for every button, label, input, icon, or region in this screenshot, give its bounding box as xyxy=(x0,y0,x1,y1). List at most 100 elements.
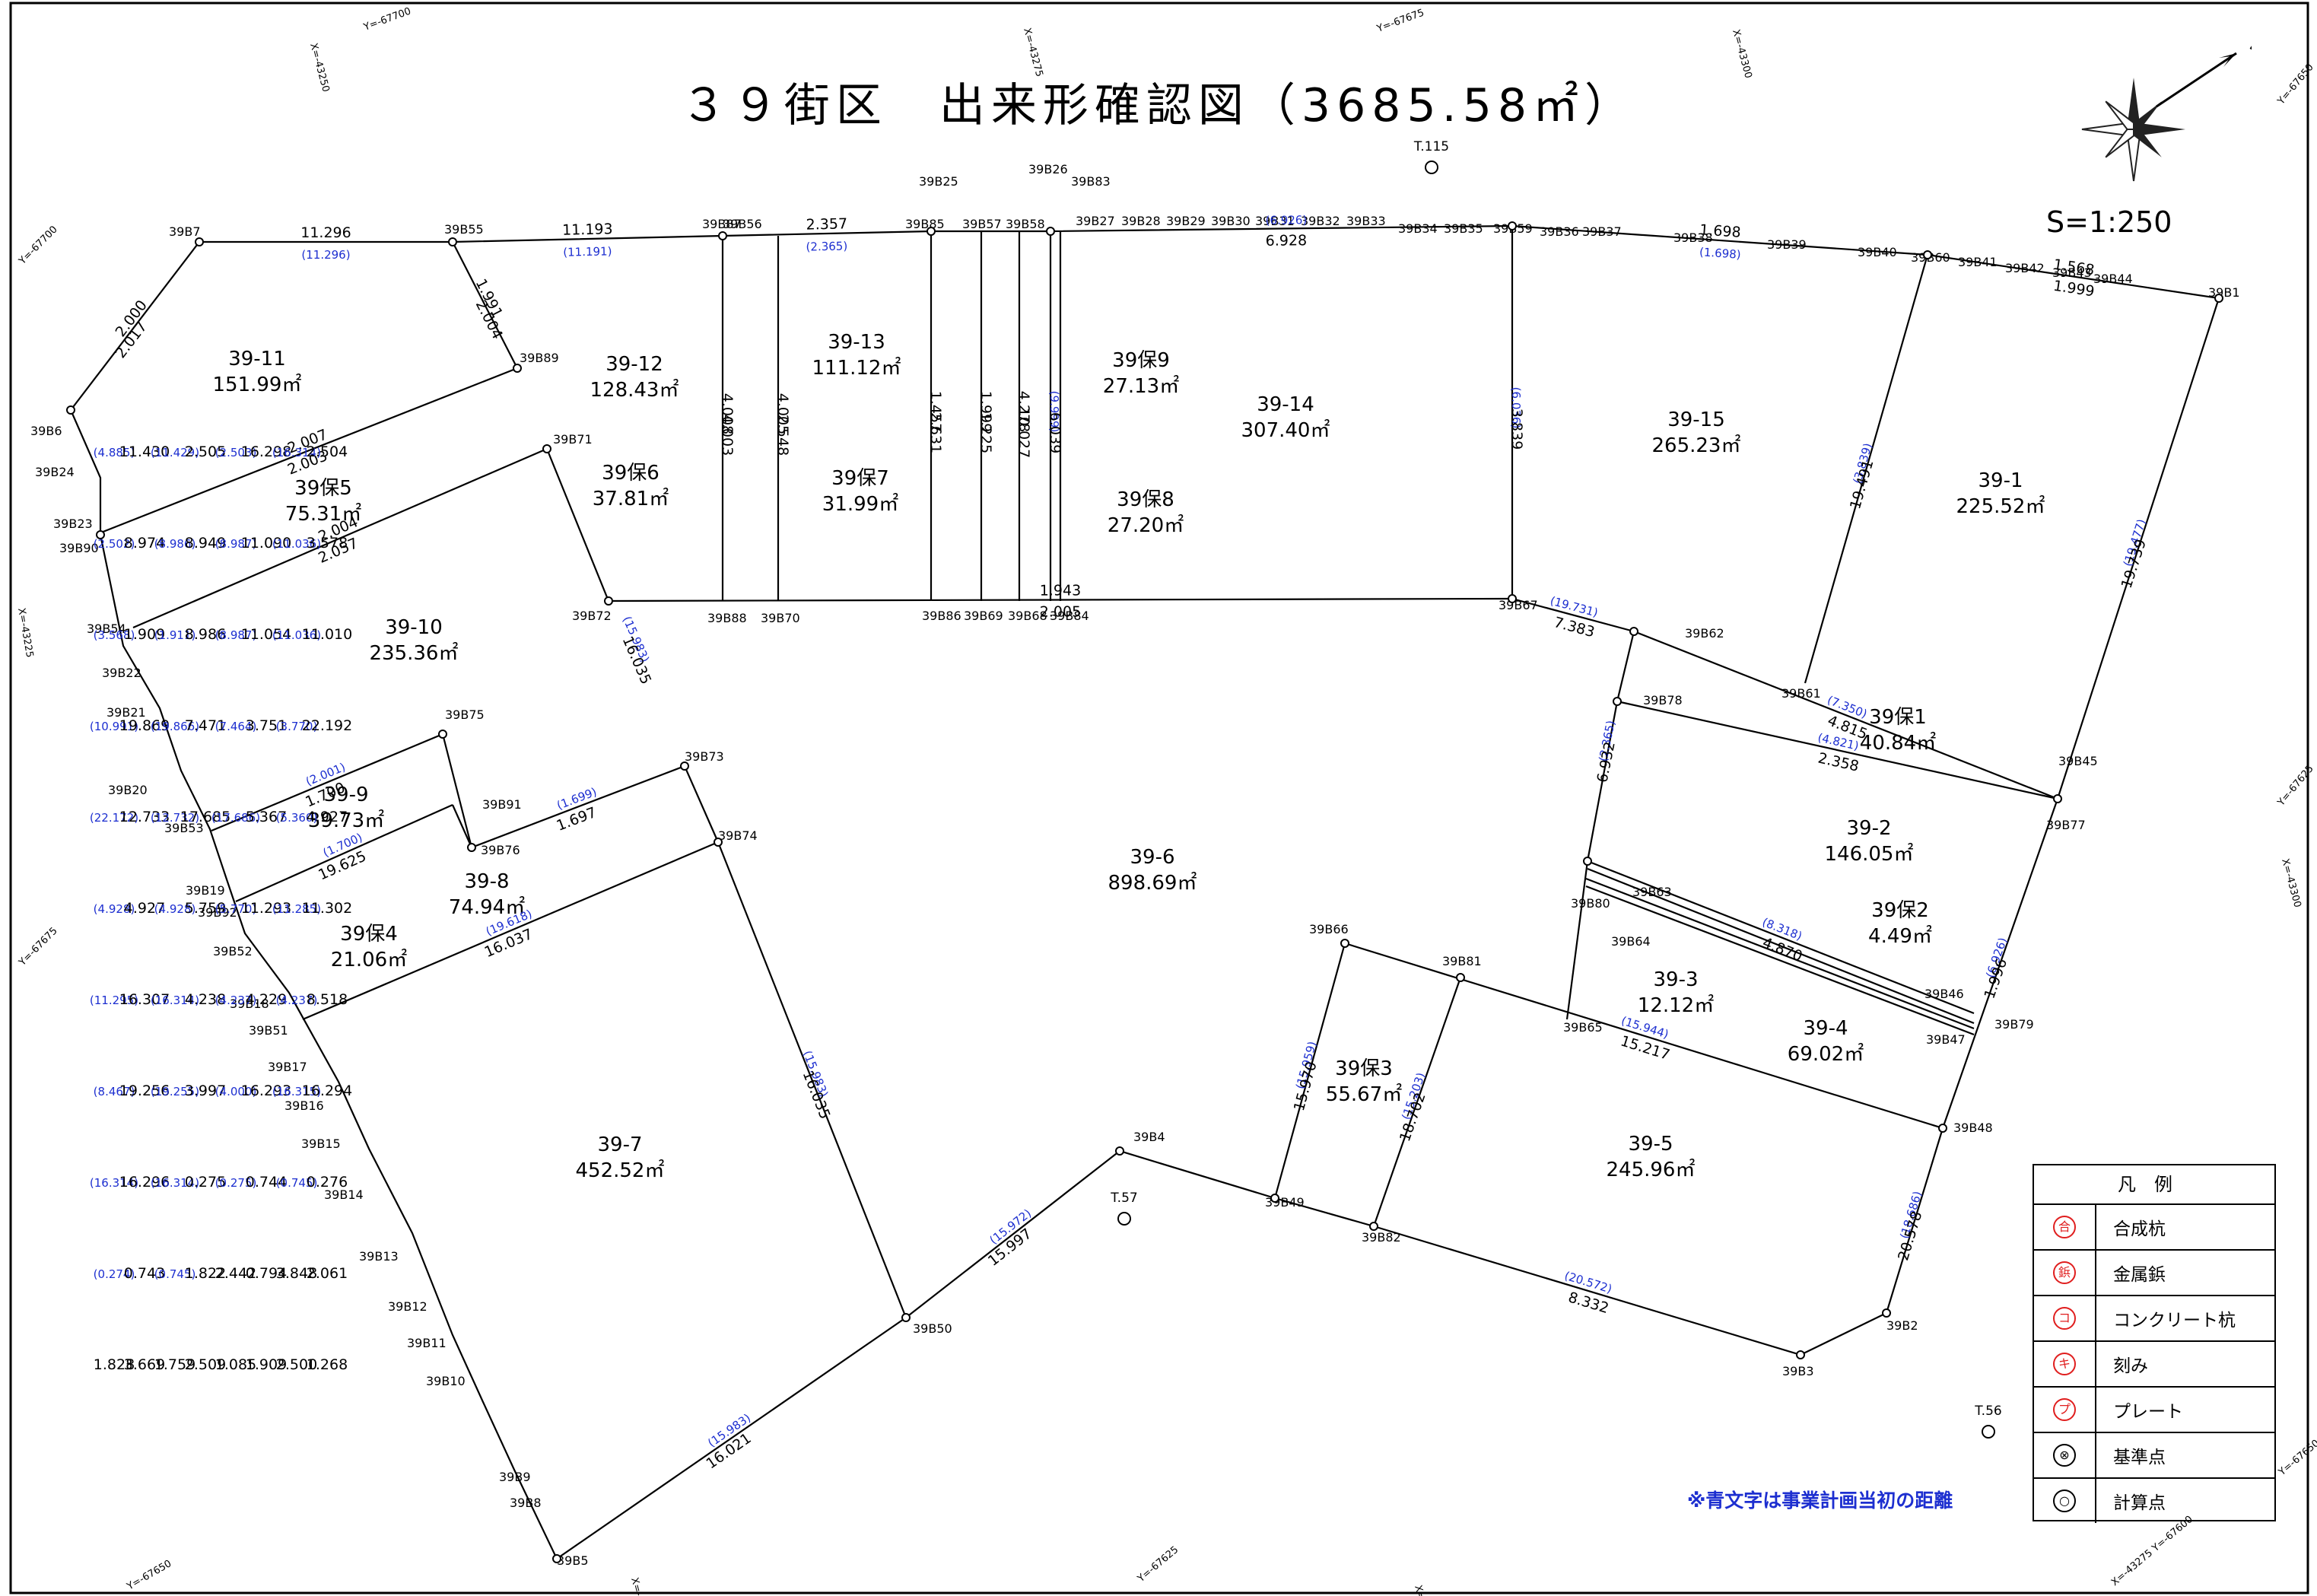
calculated-point-icon xyxy=(1629,627,1638,636)
parcel-area: 31.99㎡ xyxy=(822,493,898,516)
point-label: 39B16 xyxy=(284,1098,324,1113)
grid-coordinate-label: Y=-67700 xyxy=(17,224,60,267)
planned-distance: (4.928) xyxy=(94,902,135,916)
planned-distance: (7.464) xyxy=(215,720,257,733)
measured-distance: 11.090 xyxy=(241,535,291,552)
point-label: 39B77 xyxy=(2046,818,2086,832)
measured-distance: 16.298 xyxy=(241,444,291,460)
planned-distance: (11.036) xyxy=(272,537,321,551)
parcel-area: 225.52㎡ xyxy=(1956,495,2045,518)
planned-distance: (8.986) xyxy=(154,537,196,551)
calculated-point-icon xyxy=(901,1313,911,1322)
measured-distance: 1.999 xyxy=(2052,278,2096,300)
legend-label: プレート xyxy=(2113,1402,2183,1422)
measured-distance: 16.296 xyxy=(119,1174,170,1191)
point-label: 39B55 xyxy=(444,222,484,237)
parcel-id: 39-7 xyxy=(597,1133,642,1156)
metal-rivet-icon: 鋲 xyxy=(2053,1261,2076,1284)
measured-distance: 5.367 xyxy=(246,809,287,825)
measured-distance: 11.010 xyxy=(302,626,352,643)
point-label: 39B29 xyxy=(1166,214,1206,228)
legend-label: 刻み xyxy=(2113,1356,2148,1376)
parcel-id: 39-1 xyxy=(1978,469,2023,492)
point-label: 39B4 xyxy=(1133,1130,1165,1144)
measured-distance: 1.759 xyxy=(154,1356,195,1373)
point-label: 39B68 xyxy=(1008,609,1047,623)
measured-distance: 10.027 xyxy=(1015,408,1032,458)
point-label: 39B84 xyxy=(1050,609,1089,623)
benchmark-label: T.115 xyxy=(1413,139,1449,154)
point-label: 39B74 xyxy=(718,828,758,843)
point-label: 39B19 xyxy=(186,883,225,898)
measured-distance: 1.822 xyxy=(185,1265,226,1282)
planned-distance: (10.991) xyxy=(90,720,138,733)
north-arrow-icon: N xyxy=(2081,46,2252,182)
benchmark-label: T.56 xyxy=(1974,1404,2001,1419)
point-label: 39B25 xyxy=(919,174,958,189)
map-title: ３９街区 出来形確認図（3685.58㎡） xyxy=(680,79,1637,132)
legend: 凡例 合合成杭 鋲金属鋲 ココンクリート杭 キ刻み ププレート ⊗基準点 ○計算… xyxy=(2033,1164,2276,1523)
grid-coordinate-label: X=-43300 xyxy=(1730,28,1754,79)
parcel-area: 55.67㎡ xyxy=(1326,1083,1402,1106)
point-label: 39B58 xyxy=(1006,217,1045,231)
benchmark-label: T.57 xyxy=(1110,1191,1137,1206)
parcel-id: 39-3 xyxy=(1653,968,1698,991)
note-text: ※青文字は事業計画当初の距離 xyxy=(1687,1489,1953,1512)
point-label: 39B64 xyxy=(1611,934,1651,949)
measured-distance: 16.307 xyxy=(119,991,170,1008)
measured-distance: 4.238 xyxy=(185,991,226,1008)
measured-distance: 3.578 xyxy=(307,535,348,552)
parcel-id: 39保2 xyxy=(1871,899,1929,922)
calculated-point-icon xyxy=(714,838,723,847)
parcel-area: 27.20㎡ xyxy=(1108,514,1184,537)
point-label: 39B36 xyxy=(1540,224,1579,239)
parcel-id: 39-4 xyxy=(1803,1017,1848,1040)
planned-distance: (2.502) xyxy=(94,537,135,551)
calculated-point-icon xyxy=(195,237,204,246)
planned-distance: (8.987) xyxy=(215,628,257,642)
calculated-point-icon xyxy=(1115,1146,1124,1156)
point-label: 39B21 xyxy=(106,705,146,720)
scale-label: S=1:250 xyxy=(2046,205,2172,239)
parcel-area: 146.05㎡ xyxy=(1825,843,1914,866)
measured-distance: 11.296 xyxy=(300,224,351,241)
point-label: 39B8 xyxy=(510,1496,542,1510)
measured-distance: 1.828 xyxy=(94,1356,135,1373)
point-label: 39B7 xyxy=(169,224,201,239)
point-label: 39B48 xyxy=(1953,1121,1993,1135)
measured-distance: 6.039 xyxy=(1047,412,1063,453)
point-label: 39B41 xyxy=(1958,255,1998,269)
point-label: 39B51 xyxy=(249,1023,288,1038)
measured-distance: 8.974 xyxy=(124,535,165,552)
planned-distance: (11.296) xyxy=(301,248,350,262)
composite-stake-icon: 合 xyxy=(2053,1216,2076,1238)
measured-distance: 3.669 xyxy=(124,1356,165,1373)
parcel-area: 75.31㎡ xyxy=(285,503,361,526)
parcel-area: 21.06㎡ xyxy=(331,949,407,971)
measured-distance: 1.909 xyxy=(124,626,165,643)
benchmark-icon xyxy=(1425,161,1438,174)
point-label: 39B83 xyxy=(1071,174,1111,189)
point-label: 39B72 xyxy=(572,609,612,623)
measured-distance: 22.192 xyxy=(302,717,352,734)
planned-distance: (4.000) xyxy=(215,1085,257,1098)
parcel-id: 39保5 xyxy=(294,477,352,500)
measured-distance: 1.085 xyxy=(215,1356,256,1373)
point-label: 39B39 xyxy=(1767,237,1807,252)
calculated-point-icon xyxy=(1923,250,1932,259)
point-label: 39B76 xyxy=(481,843,520,857)
measured-distance: 12.733 xyxy=(119,809,170,825)
measured-distance: 4.229 xyxy=(246,991,287,1008)
planned-distance: (6.036) xyxy=(1509,387,1523,429)
calculated-point-icon xyxy=(1369,1222,1378,1231)
legend-row: 鋲金属鋲 xyxy=(2034,1251,2274,1296)
parcel-id: 39保8 xyxy=(1117,488,1174,511)
point-label: 39B14 xyxy=(324,1187,364,1202)
measured-distance: 8.949 xyxy=(185,535,226,552)
measured-distance: 2.061 xyxy=(307,1265,348,1282)
measured-distance: 8.986 xyxy=(185,626,226,643)
planned-distance: (11.429) xyxy=(151,446,199,459)
calculated-point-icon xyxy=(1046,227,1055,236)
planned-distance: (17.686) xyxy=(211,811,260,825)
benchmark-icon: ⊗ xyxy=(2053,1444,2076,1467)
